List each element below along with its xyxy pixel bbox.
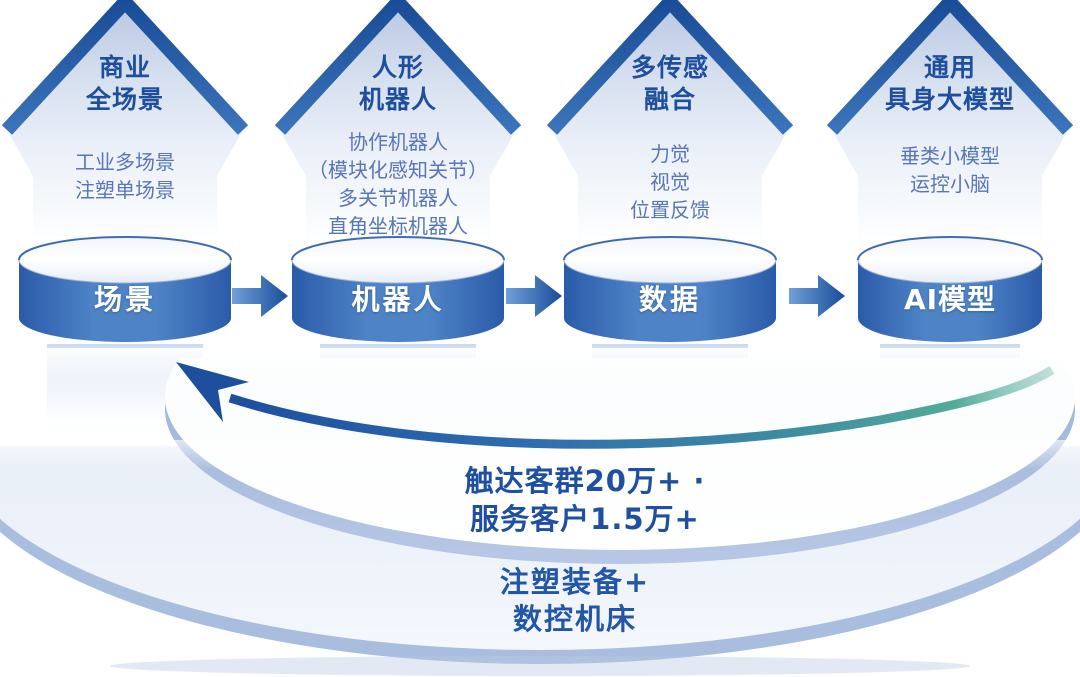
item: 运控小脑 bbox=[910, 172, 990, 196]
header-line: 多传感 bbox=[630, 53, 709, 82]
cylinder-data bbox=[563, 236, 777, 342]
pillar-model-header: 通用 具身大模型 bbox=[835, 52, 1065, 116]
platform-inner-text: 触达客群20万+ · 服务客户1.5万+ bbox=[335, 462, 835, 538]
item: 直角坐标机器人 bbox=[328, 214, 468, 238]
header-line: 人形 bbox=[371, 53, 424, 82]
cylinder-ai-model bbox=[857, 236, 1043, 342]
up-arrow-icon bbox=[1, 0, 249, 262]
pillar-robot-items: 协作机器人 （模块化感知关节） 多关节机器人 直角坐标机器人 bbox=[268, 128, 528, 240]
cylinders bbox=[18, 236, 1043, 342]
cylinder-scene bbox=[18, 236, 232, 342]
up-arrow-icon bbox=[274, 0, 522, 262]
cylinder-scene-label: 场景 bbox=[93, 283, 156, 316]
header-line: 全场景 bbox=[85, 85, 164, 114]
pillar-scene-header: 商业 全场景 bbox=[15, 52, 235, 116]
platform-shadow bbox=[110, 656, 970, 676]
platform-line: 数控机床 bbox=[512, 602, 637, 636]
header-line: 融合 bbox=[643, 85, 696, 114]
header-line: 具身大模型 bbox=[884, 85, 1015, 114]
cylinder-robot-label: 机器人 bbox=[351, 283, 445, 316]
platform-outer-text: 注塑装备+ 数控机床 bbox=[325, 564, 825, 638]
item: （模块化感知关节） bbox=[308, 158, 488, 182]
platform-line: 注塑装备+ bbox=[499, 565, 651, 599]
item: 垂类小模型 bbox=[900, 144, 1000, 168]
pillar-robot-header: 人形 机器人 bbox=[288, 52, 508, 116]
cylinder-robot bbox=[291, 236, 505, 342]
cylinder-data-label: 数据 bbox=[638, 283, 701, 316]
feedback-arrow-icon bbox=[176, 362, 1055, 449]
item: 位置反馈 bbox=[630, 198, 710, 222]
pillar-scene-items: 工业多场景 注塑单场景 bbox=[0, 148, 250, 204]
up-arrow-icon bbox=[546, 0, 794, 262]
header-line: 通用 bbox=[923, 53, 976, 82]
header-line: 机器人 bbox=[358, 85, 437, 114]
platform-line: 触达客群20万+ · bbox=[464, 464, 706, 498]
right-arrow-icon bbox=[789, 275, 845, 317]
up-arrow-icon bbox=[826, 0, 1074, 262]
item: 协作机器人 bbox=[348, 130, 448, 154]
item: 工业多场景 bbox=[75, 150, 175, 174]
pillar-sensing-header: 多传感 融合 bbox=[560, 52, 780, 116]
right-arrow-icon bbox=[506, 275, 562, 317]
pillar-model-items: 垂类小模型 运控小脑 bbox=[820, 142, 1080, 198]
flow-arrow-icons bbox=[232, 275, 845, 317]
item: 力觉 bbox=[650, 142, 690, 166]
right-arrow-icon bbox=[232, 275, 288, 317]
pillar-arrow-icons bbox=[1, 0, 1074, 262]
platform-line: 服务客户1.5万+ bbox=[470, 502, 700, 536]
pillar-sensing-items: 力觉 视觉 位置反馈 bbox=[540, 140, 800, 224]
cylinder-ai-model-label: AI模型 bbox=[903, 283, 997, 316]
header-line: 商业 bbox=[98, 53, 151, 82]
item: 视觉 bbox=[650, 170, 690, 194]
item: 多关节机器人 bbox=[338, 186, 458, 210]
item: 注塑单场景 bbox=[75, 178, 175, 202]
